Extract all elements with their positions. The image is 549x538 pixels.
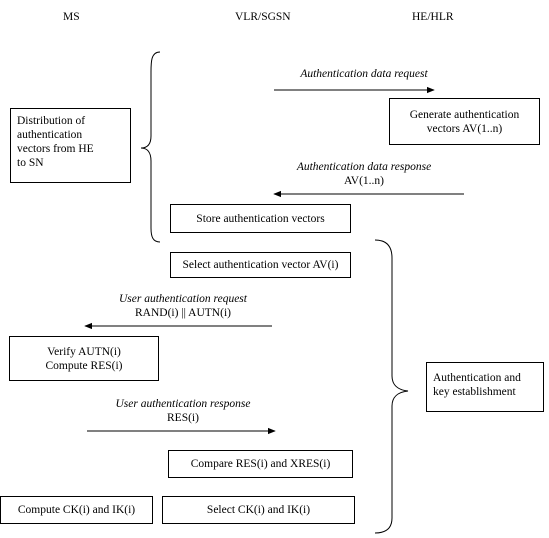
distribution-label-box: Distribution of authentication vectors f… [10, 108, 131, 183]
msg-user-auth-request: User authentication request RAND(i) || A… [100, 292, 266, 320]
msg-auth-data-response: Authentication data response AV(1..n) [278, 160, 450, 188]
select-ck-text: Select CK(i) and IK(i) [206, 504, 311, 516]
msg-user-auth-response-name: User authentication response [115, 398, 251, 410]
header-he-hlr: HE/HLR [412, 11, 454, 23]
brace-auth-key [374, 239, 409, 534]
msg-user-auth-request-name: User authentication request [119, 293, 247, 305]
msg-user-auth-response: User authentication response RES(i) [98, 397, 268, 425]
brace-distribution [140, 51, 161, 243]
auth-key-line-1: Authentication and [433, 372, 521, 384]
compare-res-box: Compare RES(i) and XRES(i) [168, 450, 353, 478]
header-vlr-sgsn: VLR/SGSN [235, 11, 291, 23]
header-ms: MS [63, 11, 80, 23]
distribution-line-3: vectors from HE [17, 143, 94, 155]
compare-res-text: Compare RES(i) and XRES(i) [190, 458, 331, 470]
distribution-line-4: to SN [17, 157, 44, 169]
store-av-text: Store authentication vectors [196, 212, 325, 225]
verify-autn-line-2: Compute RES(i) [45, 359, 123, 372]
msg-user-auth-request-param: RAND(i) || AUTN(i) [135, 307, 231, 319]
msg-auth-data-response-name: Authentication data response [296, 161, 432, 173]
msg-auth-data-request: Authentication data request [300, 68, 428, 80]
select-ck-box: Select CK(i) and IK(i) [162, 496, 355, 524]
msg-auth-data-response-param: AV(1..n) [343, 175, 385, 187]
auth-key-label-box: Authentication and key establishment [426, 362, 544, 412]
select-av-box: Select authentication vector AV(i) [170, 252, 351, 278]
store-av-box: Store authentication vectors [170, 204, 351, 233]
generate-av-line-2: vectors AV(1..n) [426, 122, 503, 135]
compute-ck-text: Compute CK(i) and IK(i) [17, 504, 136, 516]
generate-av-line-1: Generate authentication [409, 108, 520, 121]
compute-ck-box: Compute CK(i) and IK(i) [0, 496, 153, 524]
auth-key-line-2: key establishment [433, 386, 516, 398]
distribution-line-2: authentication [17, 129, 83, 141]
select-av-text: Select authentication vector AV(i) [182, 259, 339, 271]
distribution-line-1: Distribution of [17, 115, 86, 127]
verify-autn-line-1: Verify AUTN(i) [47, 345, 121, 358]
msg-user-auth-response-param: RES(i) [167, 412, 199, 424]
verify-autn-box: Verify AUTN(i) Compute RES(i) [9, 336, 159, 381]
generate-av-box: Generate authentication vectors AV(1..n) [389, 98, 540, 145]
